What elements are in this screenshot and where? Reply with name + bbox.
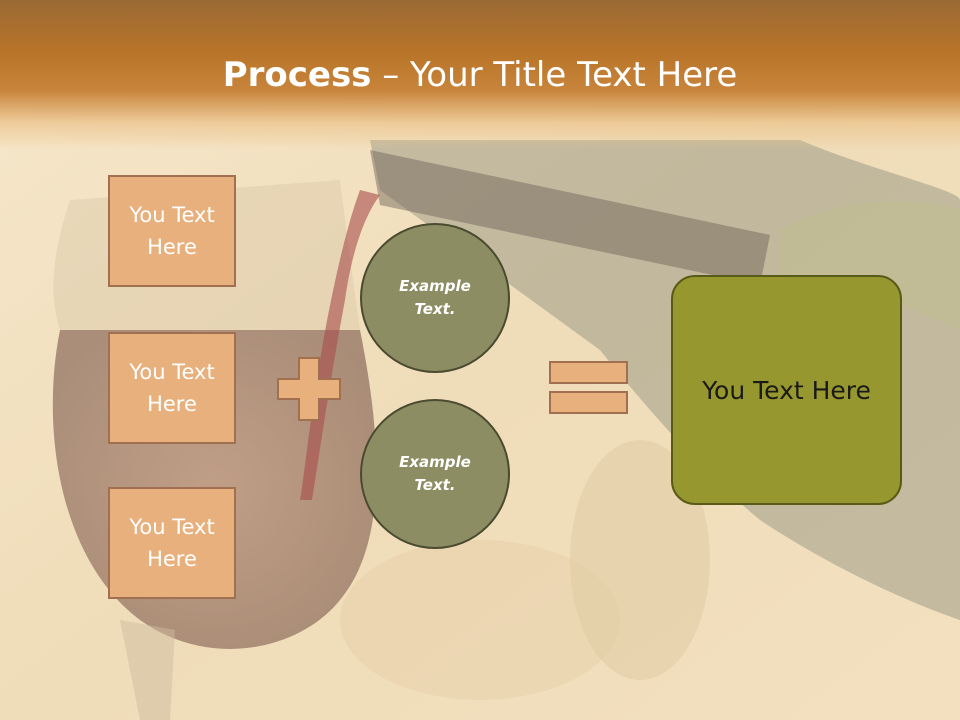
equals-icon (549, 361, 628, 414)
input-box-3: You Text Here (108, 487, 236, 599)
input-box-1: You Text Here (108, 175, 236, 287)
result-box: You Text Here (671, 275, 902, 505)
title-bar (0, 0, 960, 150)
title-bold: Process (222, 55, 372, 95)
input-box-2: You Text Here (108, 332, 236, 444)
example-circle-1: Example Text. (360, 223, 510, 373)
slide-title: Process – Your Title Text Here (0, 52, 960, 98)
title-rest: – Your Title Text Here (371, 55, 738, 95)
example-circle-2: Example Text. (360, 399, 510, 549)
plus-icon (277, 357, 341, 421)
